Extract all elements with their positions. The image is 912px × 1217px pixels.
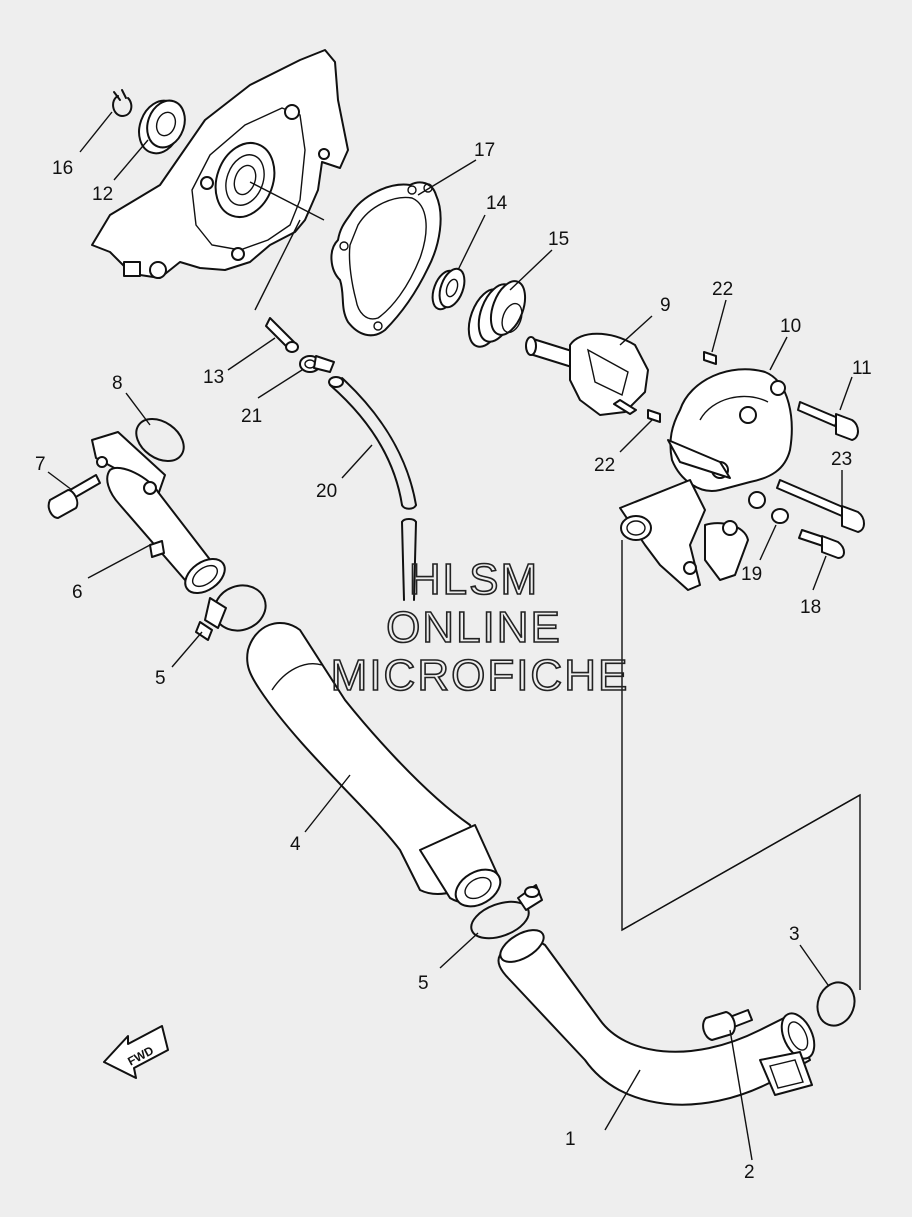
pin	[254, 219, 301, 353]
callout-21: 21	[241, 406, 262, 427]
assembly-reference-lines	[621, 540, 861, 990]
callout-10: 10	[780, 316, 801, 337]
washer	[771, 508, 789, 524]
bolt	[797, 401, 859, 441]
callout-22-top: 22	[712, 279, 733, 300]
watermark-line-1: HLSM	[409, 555, 539, 604]
callout-14: 14	[486, 193, 508, 214]
callout-20: 20	[316, 481, 337, 502]
callout-2: 2	[744, 1162, 755, 1183]
hose-clamp-small	[299, 355, 335, 373]
callout-16: 16	[52, 158, 73, 179]
callout-17: 17	[474, 140, 495, 161]
callout-11: 11	[852, 358, 872, 379]
callout-9: 9	[660, 295, 671, 316]
flange-bolt	[47, 474, 101, 519]
hose-clamp-lower	[470, 884, 543, 940]
callout-4: 4	[290, 834, 301, 855]
oil-seal	[431, 267, 466, 311]
callout-3: 3	[789, 924, 800, 945]
callout-5-upper: 5	[155, 668, 166, 689]
callout-13: 13	[203, 367, 224, 388]
water-pump-housing	[619, 368, 793, 591]
crankcase-cover	[91, 49, 349, 279]
callout-8: 8	[112, 373, 123, 394]
callout-23: 23	[831, 449, 852, 470]
mechanical-seal	[467, 280, 527, 348]
hose-clamp-upper	[195, 584, 267, 641]
callout-5-lower: 5	[418, 973, 429, 994]
o-ring-lower	[816, 981, 856, 1027]
callout-12: 12	[92, 184, 113, 205]
callout-18: 18	[800, 597, 821, 618]
watermark-line-3: MICROFICHE	[331, 651, 630, 700]
watermark-line-2: ONLINE	[386, 603, 562, 652]
callout-1: 1	[565, 1129, 576, 1150]
impeller-shaft	[525, 332, 649, 416]
circlip	[112, 89, 133, 117]
dowel-pin	[647, 351, 717, 423]
watermark: HLSM ONLINE MICROFICHE	[330, 554, 630, 701]
water-pipe-lower	[497, 929, 816, 1106]
radiator-hose	[246, 621, 502, 908]
bearing	[138, 99, 186, 155]
callout-labels: 1 2 3 4 5 5 6 7 8 9 10 11 12 13 14 15 16…	[35, 140, 872, 1183]
callout-22-bottom: 22	[594, 455, 615, 476]
callout-19: 19	[741, 564, 762, 585]
short-bolt	[798, 529, 845, 559]
o-ring-upper	[135, 418, 185, 462]
long-bolt	[776, 479, 865, 533]
callout-7: 7	[35, 454, 46, 475]
leader-lines	[47, 111, 853, 1161]
pipe-bolt	[702, 1009, 753, 1041]
callout-6: 6	[72, 582, 83, 603]
callout-15: 15	[548, 229, 569, 250]
water-pipe-upper	[91, 431, 226, 595]
breather-hose	[328, 376, 417, 601]
gasket	[330, 181, 442, 337]
